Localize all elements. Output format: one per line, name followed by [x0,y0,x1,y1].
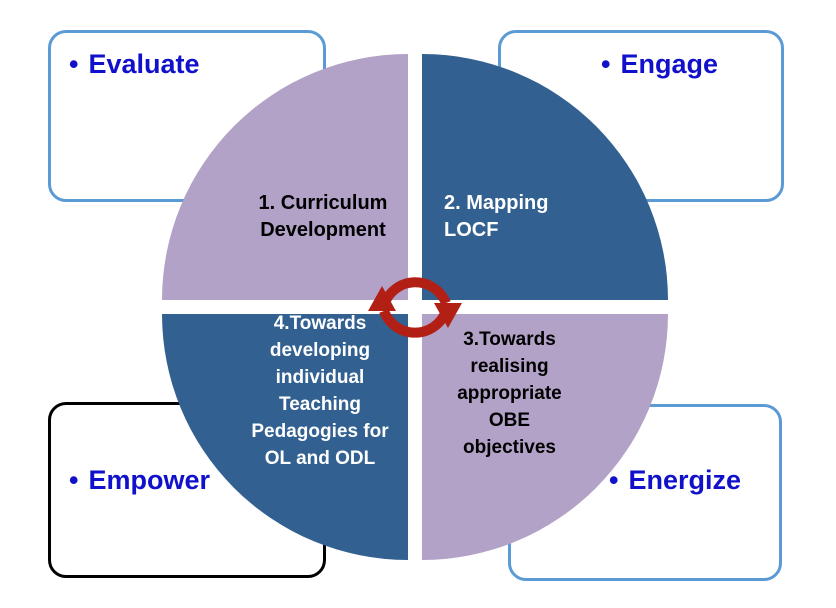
energize-label: • Energize [511,407,779,496]
engage-text: Engage [620,49,718,79]
bullet-icon: • [69,49,79,79]
evaluate-text: Evaluate [88,49,200,79]
quadrant-3-shape [422,314,668,560]
quadrant-3-label: 3.Towards realising appropriate OBE obje… [457,329,562,458]
quadrant-1-shape [162,54,408,300]
quadrant-4-label: 4.Towards developing individual Teaching… [251,313,389,469]
quadrant-2-label: 2. Mapping LOCF [444,192,549,241]
bullet-icon: • [69,465,79,495]
quadrant-2-shape [422,54,668,300]
bullet-icon: • [601,49,611,79]
cycle-arrows-icon [368,277,462,338]
empower-text: Empower [88,465,210,495]
empower-label: • Empower [51,405,323,496]
quadrant-4-shape [162,314,408,560]
energize-text: Energize [628,465,741,495]
bullet-icon: • [609,465,619,495]
engage-label: • Engage [501,33,781,80]
evaluate-label: • Evaluate [51,33,323,80]
quadrant-1-label: 1. Curriculum Development [258,192,388,241]
